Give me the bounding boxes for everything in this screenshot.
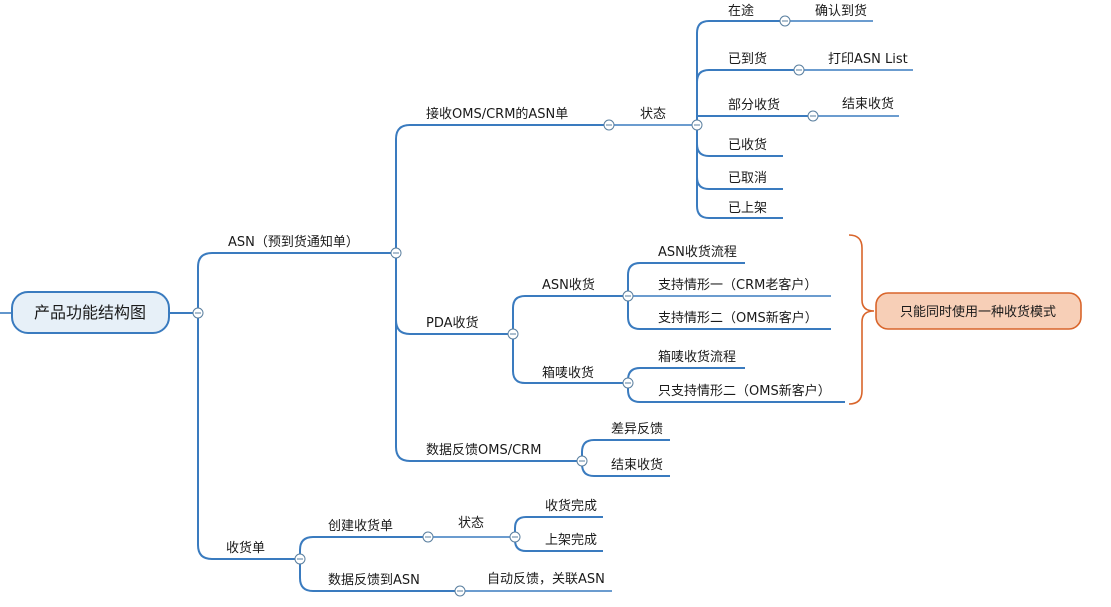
toggle-receipt[interactable] [294, 553, 306, 565]
callout-note[interactable]: 只能同时使用一种收货模式 [875, 292, 1082, 330]
node-shelved[interactable]: 已上架 [728, 201, 767, 216]
node-end-receive-2[interactable]: 结束收货 [611, 457, 663, 473]
callout-label: 只能同时使用一种收货模式 [900, 304, 1056, 320]
node-box-receive[interactable]: 箱唛收货 [542, 365, 594, 381]
root-label: 产品功能结构图 [34, 303, 146, 322]
toggle-create-receipt[interactable] [422, 531, 434, 543]
node-confirm-arrival[interactable]: 确认到货 [815, 3, 867, 19]
node-only-oms[interactable]: 只支持情形二（OMS新客户） [658, 383, 831, 399]
node-in-transit[interactable]: 在途 [728, 3, 754, 19]
node-end-receive-1[interactable]: 结束收货 [842, 96, 894, 112]
node-feedback[interactable]: 数据反馈OMS/CRM [426, 443, 541, 458]
node-pda[interactable]: PDA收货 [426, 315, 479, 331]
toggle-feedback[interactable] [576, 455, 588, 467]
node-box-flow[interactable]: 箱唛收货流程 [658, 349, 736, 365]
root-node[interactable]: 产品功能结构图 [11, 291, 170, 334]
toggle-partial[interactable] [807, 110, 819, 122]
node-auto-feedback[interactable]: 自动反馈，关联ASN [487, 572, 605, 587]
toggle-status2[interactable] [509, 531, 521, 543]
collapse-toggles [192, 15, 819, 597]
toggle-receive-oms[interactable] [603, 119, 615, 131]
node-diff-feedback[interactable]: 差异反馈 [611, 422, 663, 437]
node-partial[interactable]: 部分收货 [728, 97, 780, 113]
node-cancelled[interactable]: 已取消 [728, 171, 767, 186]
toggle-asn[interactable] [390, 247, 402, 259]
node-shelve-done[interactable]: 上架完成 [545, 533, 597, 548]
toggle-in-transit[interactable] [779, 15, 791, 27]
node-feedback-asn[interactable]: 数据反馈到ASN [328, 573, 420, 588]
node-support-oms[interactable]: 支持情形二（OMS新客户） [658, 310, 818, 326]
topic-labels: ASN（预到货通知单） 收货单 接收OMS/CRM的ASN单 状态 在途 确认到… [226, 3, 908, 588]
node-support-crm[interactable]: 支持情形一（CRM老客户） [658, 277, 817, 293]
toggle-asn-receive[interactable] [622, 290, 634, 302]
node-print-asn[interactable]: 打印ASN List [828, 52, 908, 67]
node-asn-receive[interactable]: ASN收货 [542, 277, 595, 293]
node-status2[interactable]: 状态 [458, 516, 484, 531]
node-receipt[interactable]: 收货单 [226, 540, 265, 556]
toggle-root[interactable] [192, 307, 204, 319]
connector-lines [0, 20, 913, 592]
node-arrived[interactable]: 已到货 [728, 51, 767, 67]
node-receive-oms[interactable]: 接收OMS/CRM的ASN单 [426, 106, 568, 122]
toggle-status1[interactable] [691, 119, 703, 131]
node-asn-flow[interactable]: ASN收货流程 [658, 244, 737, 260]
node-status1[interactable]: 状态 [640, 107, 666, 122]
node-received[interactable]: 已收货 [728, 137, 767, 153]
toggle-box-receive[interactable] [622, 377, 634, 389]
node-create-receipt[interactable]: 创建收货单 [328, 518, 393, 534]
toggle-feedback-asn[interactable] [454, 585, 466, 597]
node-asn[interactable]: ASN（预到货通知单） [228, 234, 359, 250]
toggle-arrived[interactable] [793, 64, 805, 76]
node-receive-done[interactable]: 收货完成 [545, 498, 597, 514]
toggle-pda[interactable] [507, 328, 519, 340]
